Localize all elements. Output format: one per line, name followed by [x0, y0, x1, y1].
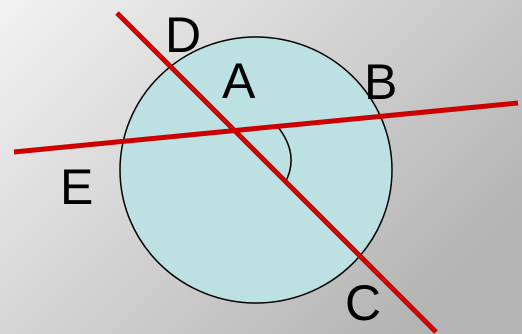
- line-e-b: [13, 100, 519, 155]
- circle: [119, 36, 393, 304]
- label-c: C: [345, 275, 381, 331]
- label-d: D: [165, 7, 201, 63]
- label-a: A: [222, 53, 256, 109]
- angle-arc: [277, 126, 292, 184]
- line-d-c: [115, 11, 438, 334]
- label-b: B: [364, 54, 397, 110]
- label-e: E: [60, 159, 93, 215]
